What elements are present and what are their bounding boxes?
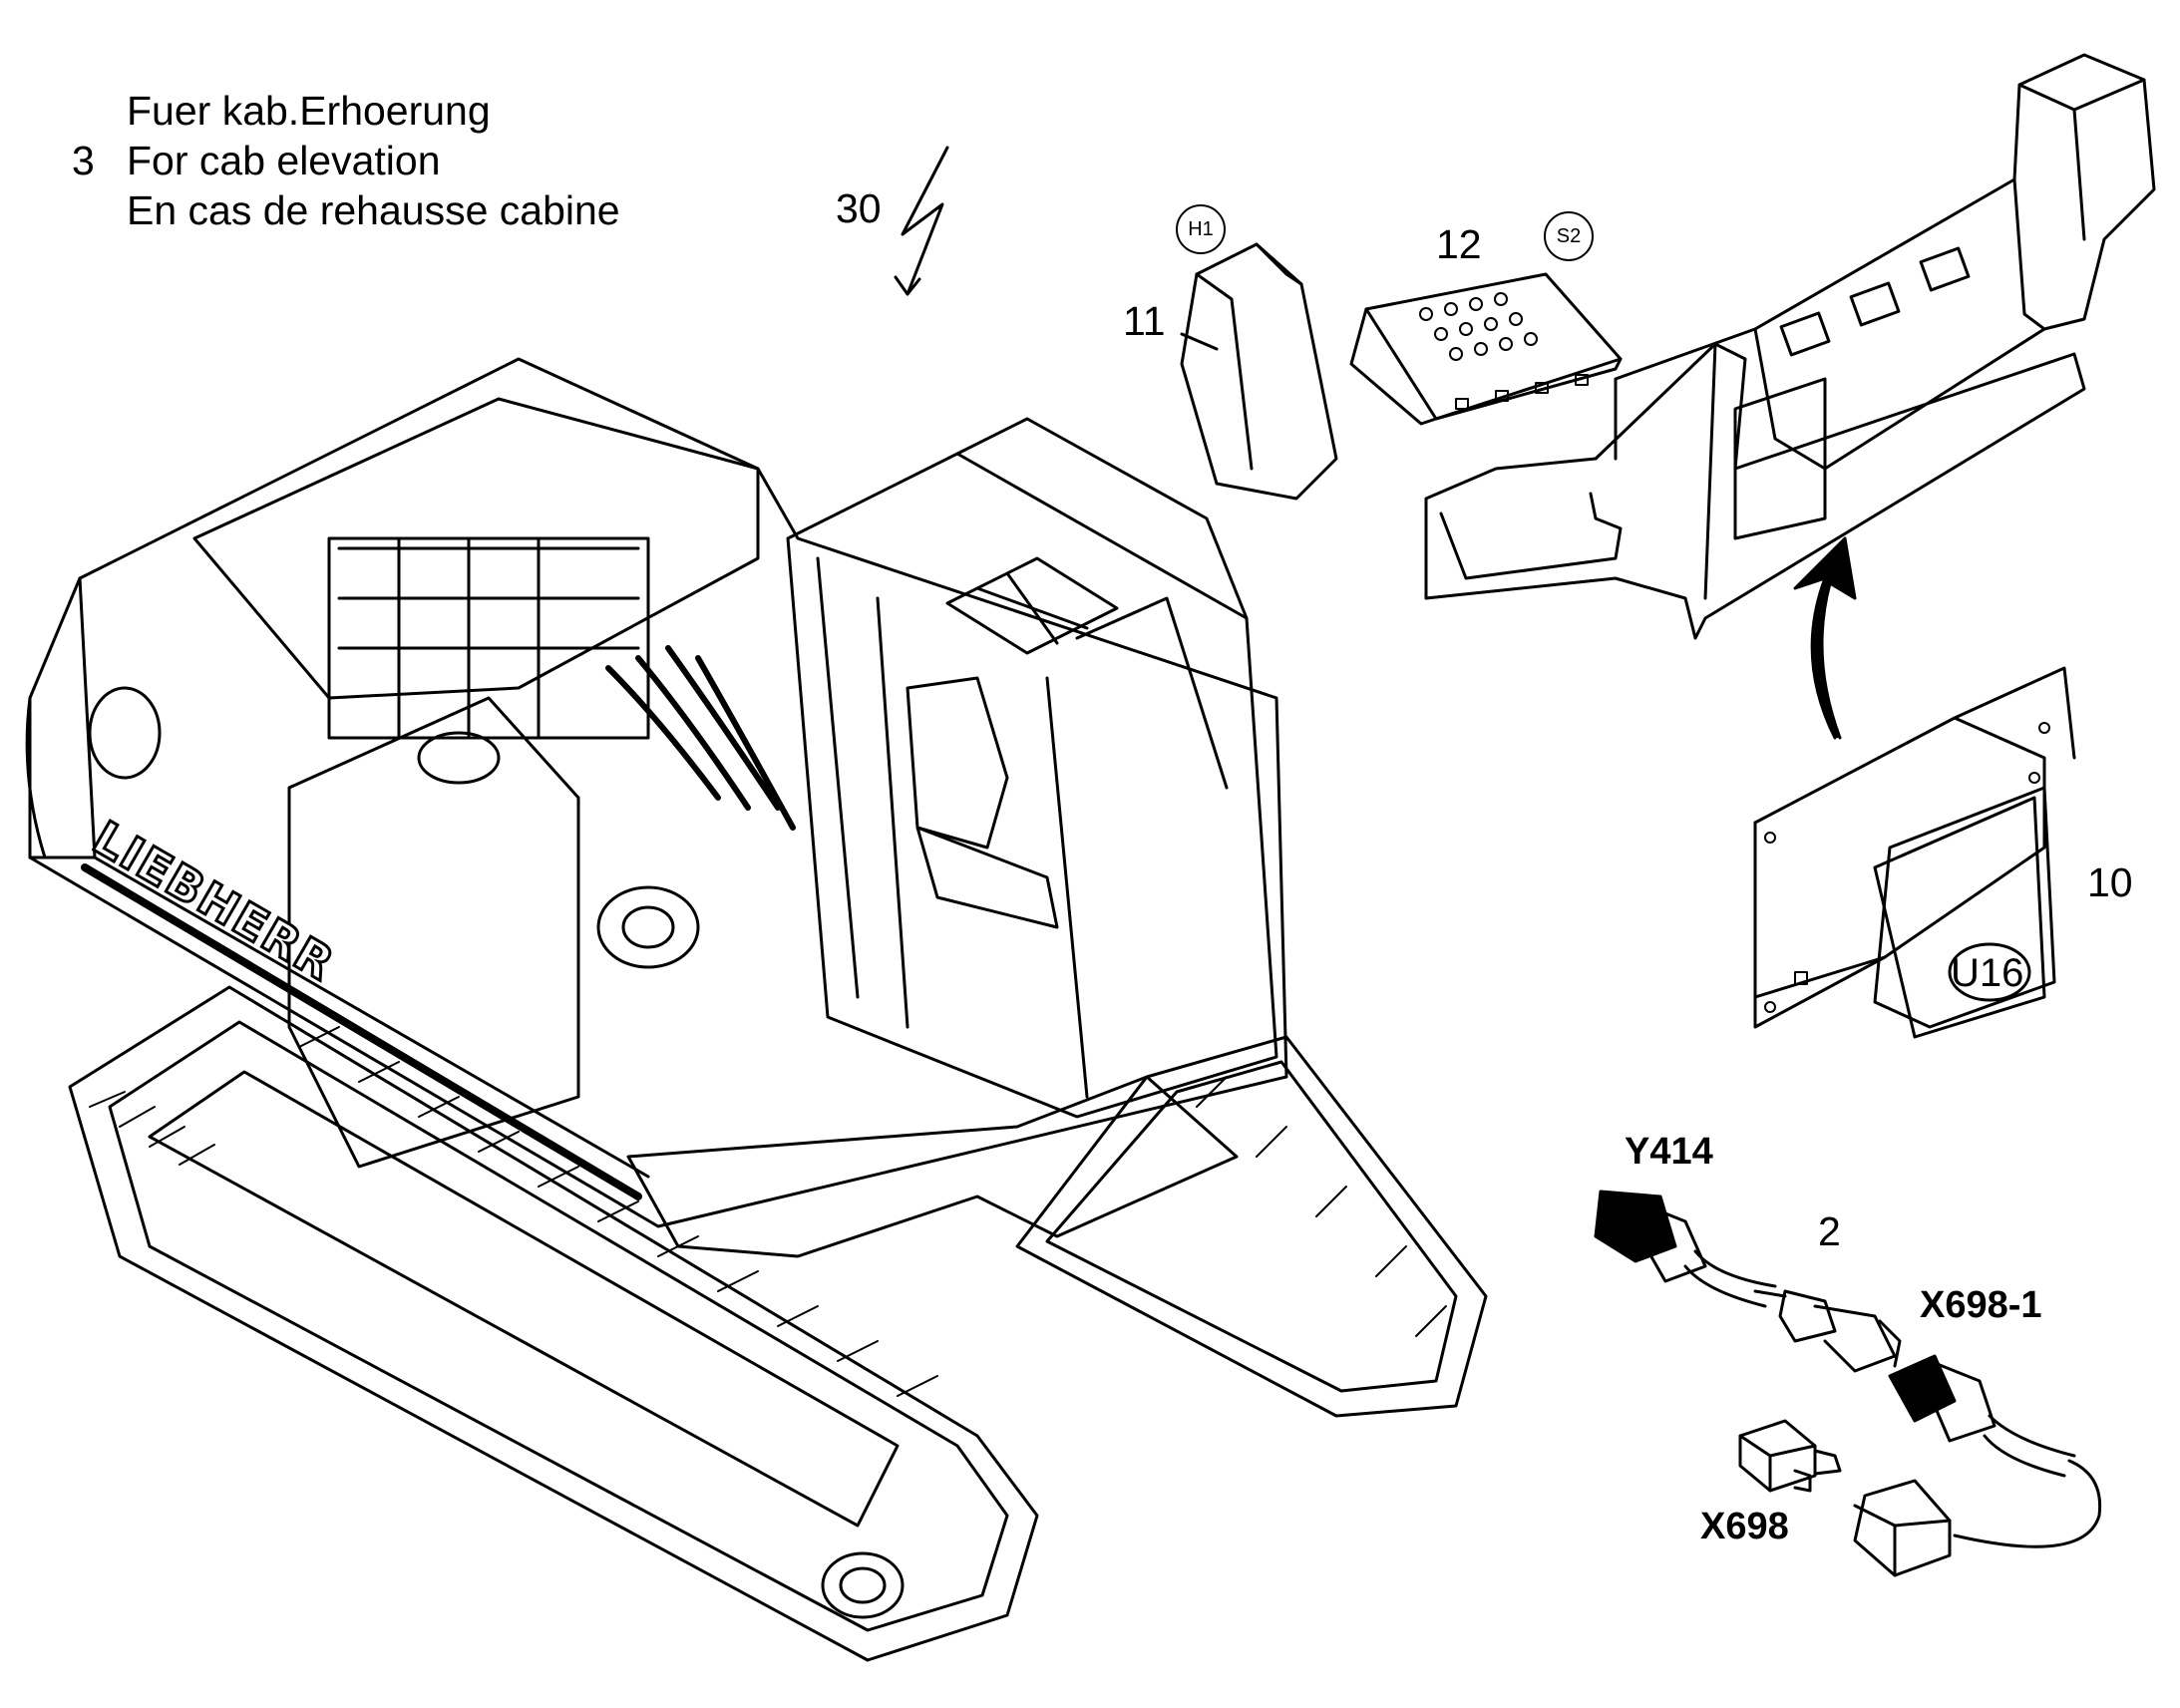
excavator <box>25 357 1488 1662</box>
upper-structure <box>28 357 1288 1228</box>
item10-control-unit <box>1753 666 2076 1039</box>
label-x698: X698 <box>1700 1506 1789 1547</box>
cab-frame <box>786 452 1278 1119</box>
label-x698-1: X698-1 <box>1920 1284 2042 1326</box>
car-body <box>626 1075 1239 1258</box>
note-line-french: En cas de rehausse cabine <box>127 187 620 233</box>
callout-30: 30 <box>836 185 882 231</box>
y414-connector <box>1594 1190 1777 1308</box>
console-assembly <box>1424 53 2156 740</box>
callout-u16: U16 <box>1951 951 2024 995</box>
callout-s2-circle: S2 <box>1544 211 1594 261</box>
callout-h1: H1 <box>1188 217 1214 240</box>
label-y414: Y414 <box>1625 1131 1713 1173</box>
callout-10: 10 <box>2087 859 2133 905</box>
note-line-english: For cab elevation <box>127 138 441 183</box>
x698-connector <box>1738 1419 1842 1493</box>
note-line-german: Fuer kab.Erhoerung <box>127 88 491 134</box>
item11-cover <box>1180 242 1338 501</box>
callout-2: 2 <box>1818 1208 1841 1254</box>
operator-seat <box>906 676 1009 850</box>
item2-sensor <box>1753 1289 1902 1373</box>
note-number: 3 <box>72 138 95 183</box>
item30-leader <box>894 146 949 296</box>
callout-s2: S2 <box>1556 224 1582 247</box>
x698-1-connector <box>1853 1354 2102 1577</box>
front-track <box>68 985 1039 1662</box>
item12-switch-panel <box>1349 272 1623 426</box>
callout-12: 12 <box>1436 221 1482 267</box>
callout-h1-circle: H1 <box>1176 204 1226 254</box>
callout-11: 11 <box>1123 298 1166 344</box>
